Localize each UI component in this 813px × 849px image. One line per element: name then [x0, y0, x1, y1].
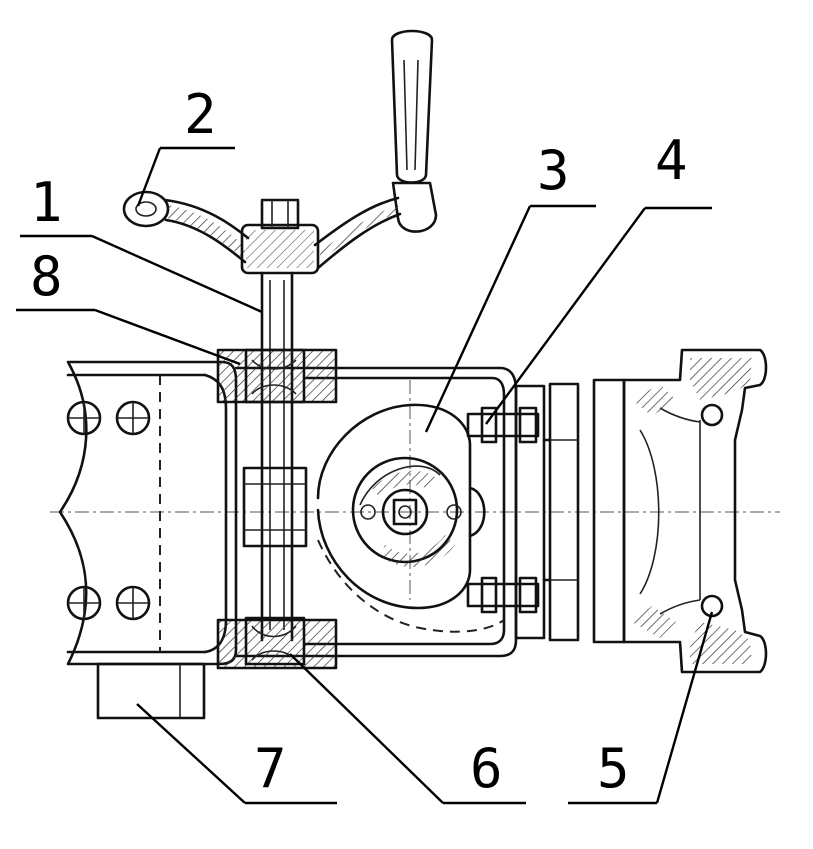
callout-4: 4 [655, 129, 688, 192]
handle-knob [391, 181, 438, 233]
leader-lines [16, 146, 714, 805]
valve-housing [216, 348, 518, 670]
callout-2: 2 [184, 83, 217, 146]
handwheel [122, 29, 438, 275]
handwheel-eye [122, 190, 170, 228]
upper-bushing [218, 350, 336, 402]
mounting-bracket [96, 662, 206, 720]
right-flanges [514, 378, 626, 644]
seal-ring [700, 403, 724, 427]
flange-bolts [466, 406, 540, 614]
coupling-head [622, 348, 768, 674]
hub-nut [260, 198, 300, 230]
handle-grip [390, 29, 434, 184]
callout-7: 7 [254, 737, 287, 800]
valve-disc [316, 403, 505, 633]
callout-3: 3 [537, 139, 570, 202]
lower-bushing [218, 620, 336, 668]
valve-stem [242, 271, 308, 642]
stem-coupling [242, 466, 308, 548]
callout-1: 1 [30, 171, 63, 234]
callout-5: 5 [597, 737, 630, 800]
callout-6: 6 [470, 737, 503, 800]
handwheel-hub [240, 223, 320, 275]
callout-8: 8 [30, 245, 63, 308]
left-flange-body [58, 360, 238, 666]
